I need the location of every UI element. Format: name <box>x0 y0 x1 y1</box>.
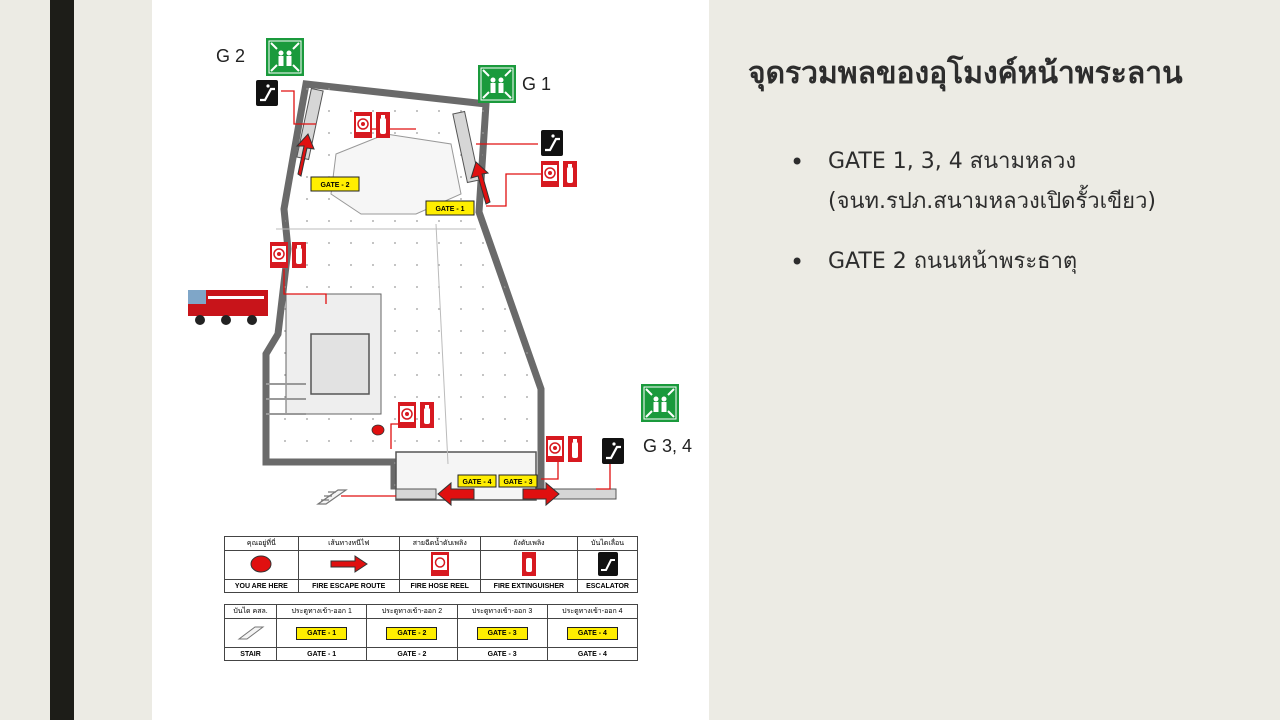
fire-hose-reel-icon <box>269 241 289 269</box>
escalator-g34-icon <box>600 436 626 466</box>
bullet-dot-icon: • <box>790 248 805 276</box>
bullet-item: • GATE 2 ถนนหน้าพระธาตุ <box>790 242 1260 282</box>
gate-2-chip: GATE - 2 <box>386 626 438 640</box>
fire-extinguisher-icon <box>292 242 306 268</box>
escape-arrow-icon <box>330 555 368 573</box>
gate-4-chip: GATE - 4 <box>566 626 618 640</box>
legend-name: FIRE EXTINGUISHER <box>479 579 579 593</box>
legend-header: ประตูทางเข้า-ออก 3 <box>456 604 548 619</box>
legend-header: บันไดเลื่อน <box>577 536 638 551</box>
legend-header: ประตูทางเข้า-ออก 2 <box>366 604 458 619</box>
legend-header: ประตูทางเข้า-ออก 4 <box>546 604 639 619</box>
fire-hose-reel-icon <box>430 552 449 576</box>
fire-hose-reel-icon <box>545 435 565 463</box>
gate-4-tag: GATE - 4 <box>462 479 491 486</box>
left-light-strip <box>74 0 152 720</box>
fire-extinguisher-icon <box>376 112 390 138</box>
fire-extinguisher-icon <box>568 436 582 462</box>
evacuation-floor-plan: GATE - 2 GATE - 1 GATE - 4 GATE - 3 <box>188 37 680 507</box>
legend-table-symbols: คุณอยู่ที่นี่ เส้นทางหนีไฟ สายฉีดน้ำดับเ… <box>224 536 638 593</box>
gate-3-chip: GATE - 3 <box>476 626 528 640</box>
fire-hose-reel-icon <box>353 111 373 139</box>
gate-1-tag: GATE - 1 <box>435 206 464 213</box>
assembly-label-g1: G 1 <box>522 74 552 94</box>
legend-name: GATE - 4 <box>546 647 639 661</box>
gate-2-tag: GATE - 2 <box>320 182 349 189</box>
fire-extinguisher-icon <box>521 552 536 576</box>
slide-title: จุดรวมพลของอุโมงค์หน้าพระลาน <box>748 56 1183 91</box>
gate-1-chip: GATE - 1 <box>296 626 348 640</box>
fire-truck-icon <box>188 290 268 325</box>
legend-table-gates: บันได คสล. ประตูทางเข้า-ออก 1 ประตูทางเข… <box>223 604 639 661</box>
assembly-point-g34-icon <box>640 383 680 423</box>
escalator-icon <box>597 552 618 576</box>
bullet-line: GATE 1, 3, 4 สนามหลวง <box>828 149 1077 174</box>
assembly-point-g2-icon <box>265 37 305 77</box>
legend-header: ถังดับเพลิง <box>479 536 579 551</box>
fire-hose-reel-icon <box>540 160 560 188</box>
assembly-point-g1-icon <box>477 64 517 104</box>
bullet-line: GATE 2 ถนนหน้าพระธาตุ <box>828 249 1078 274</box>
stair-icon <box>316 489 348 505</box>
bullet-item: • GATE 1, 3, 4 สนามหลวง (จนท.รปภ.สนามหลว… <box>790 142 1260 222</box>
you-are-here-icon <box>371 424 385 436</box>
bullet-line: (จนท.รปภ.สนามหลวงเปิดรั้วเขียว) <box>828 189 1157 214</box>
assembly-label-g34: G 3, 4 <box>643 436 693 456</box>
left-dark-bar <box>50 0 74 720</box>
legend-name: GATE - 1 <box>276 647 368 661</box>
gate-3-tag: GATE - 3 <box>503 479 532 486</box>
legend-name: GATE - 2 <box>366 647 458 661</box>
fire-extinguisher-icon <box>420 402 434 428</box>
legend-name: FIRE ESCAPE ROUTE <box>297 579 400 593</box>
legend-header: บันได คสล. <box>223 604 278 619</box>
legend-name: ESCALATOR <box>577 579 638 593</box>
legend-name: GATE - 3 <box>456 647 548 661</box>
legend-name: FIRE HOSE REEL <box>398 579 481 593</box>
bullet-list: • GATE 1, 3, 4 สนามหลวง (จนท.รปภ.สนามหลว… <box>790 142 1260 302</box>
escalator-g1-icon <box>539 128 565 158</box>
escape-arrow-icon <box>295 133 560 507</box>
fire-hose-reel-icon <box>397 401 417 429</box>
fire-extinguisher-icon <box>563 161 577 187</box>
stair-icon <box>237 626 265 640</box>
you-are-here-icon <box>250 555 272 573</box>
legend-header: สายฉีดน้ำดับเพลิง <box>398 536 481 551</box>
bullet-dot-icon: • <box>790 148 805 176</box>
legend-header: ประตูทางเข้า-ออก 1 <box>276 604 368 619</box>
escalator-g2-icon <box>254 78 280 108</box>
assembly-label-g2: G 2 <box>216 46 246 66</box>
legend-header: คุณอยู่ที่นี่ <box>224 536 299 551</box>
legend-name: STAIR <box>223 647 278 661</box>
legend-header: เส้นทางหนีไฟ <box>297 536 400 551</box>
legend-name: YOU ARE HERE <box>224 579 299 593</box>
